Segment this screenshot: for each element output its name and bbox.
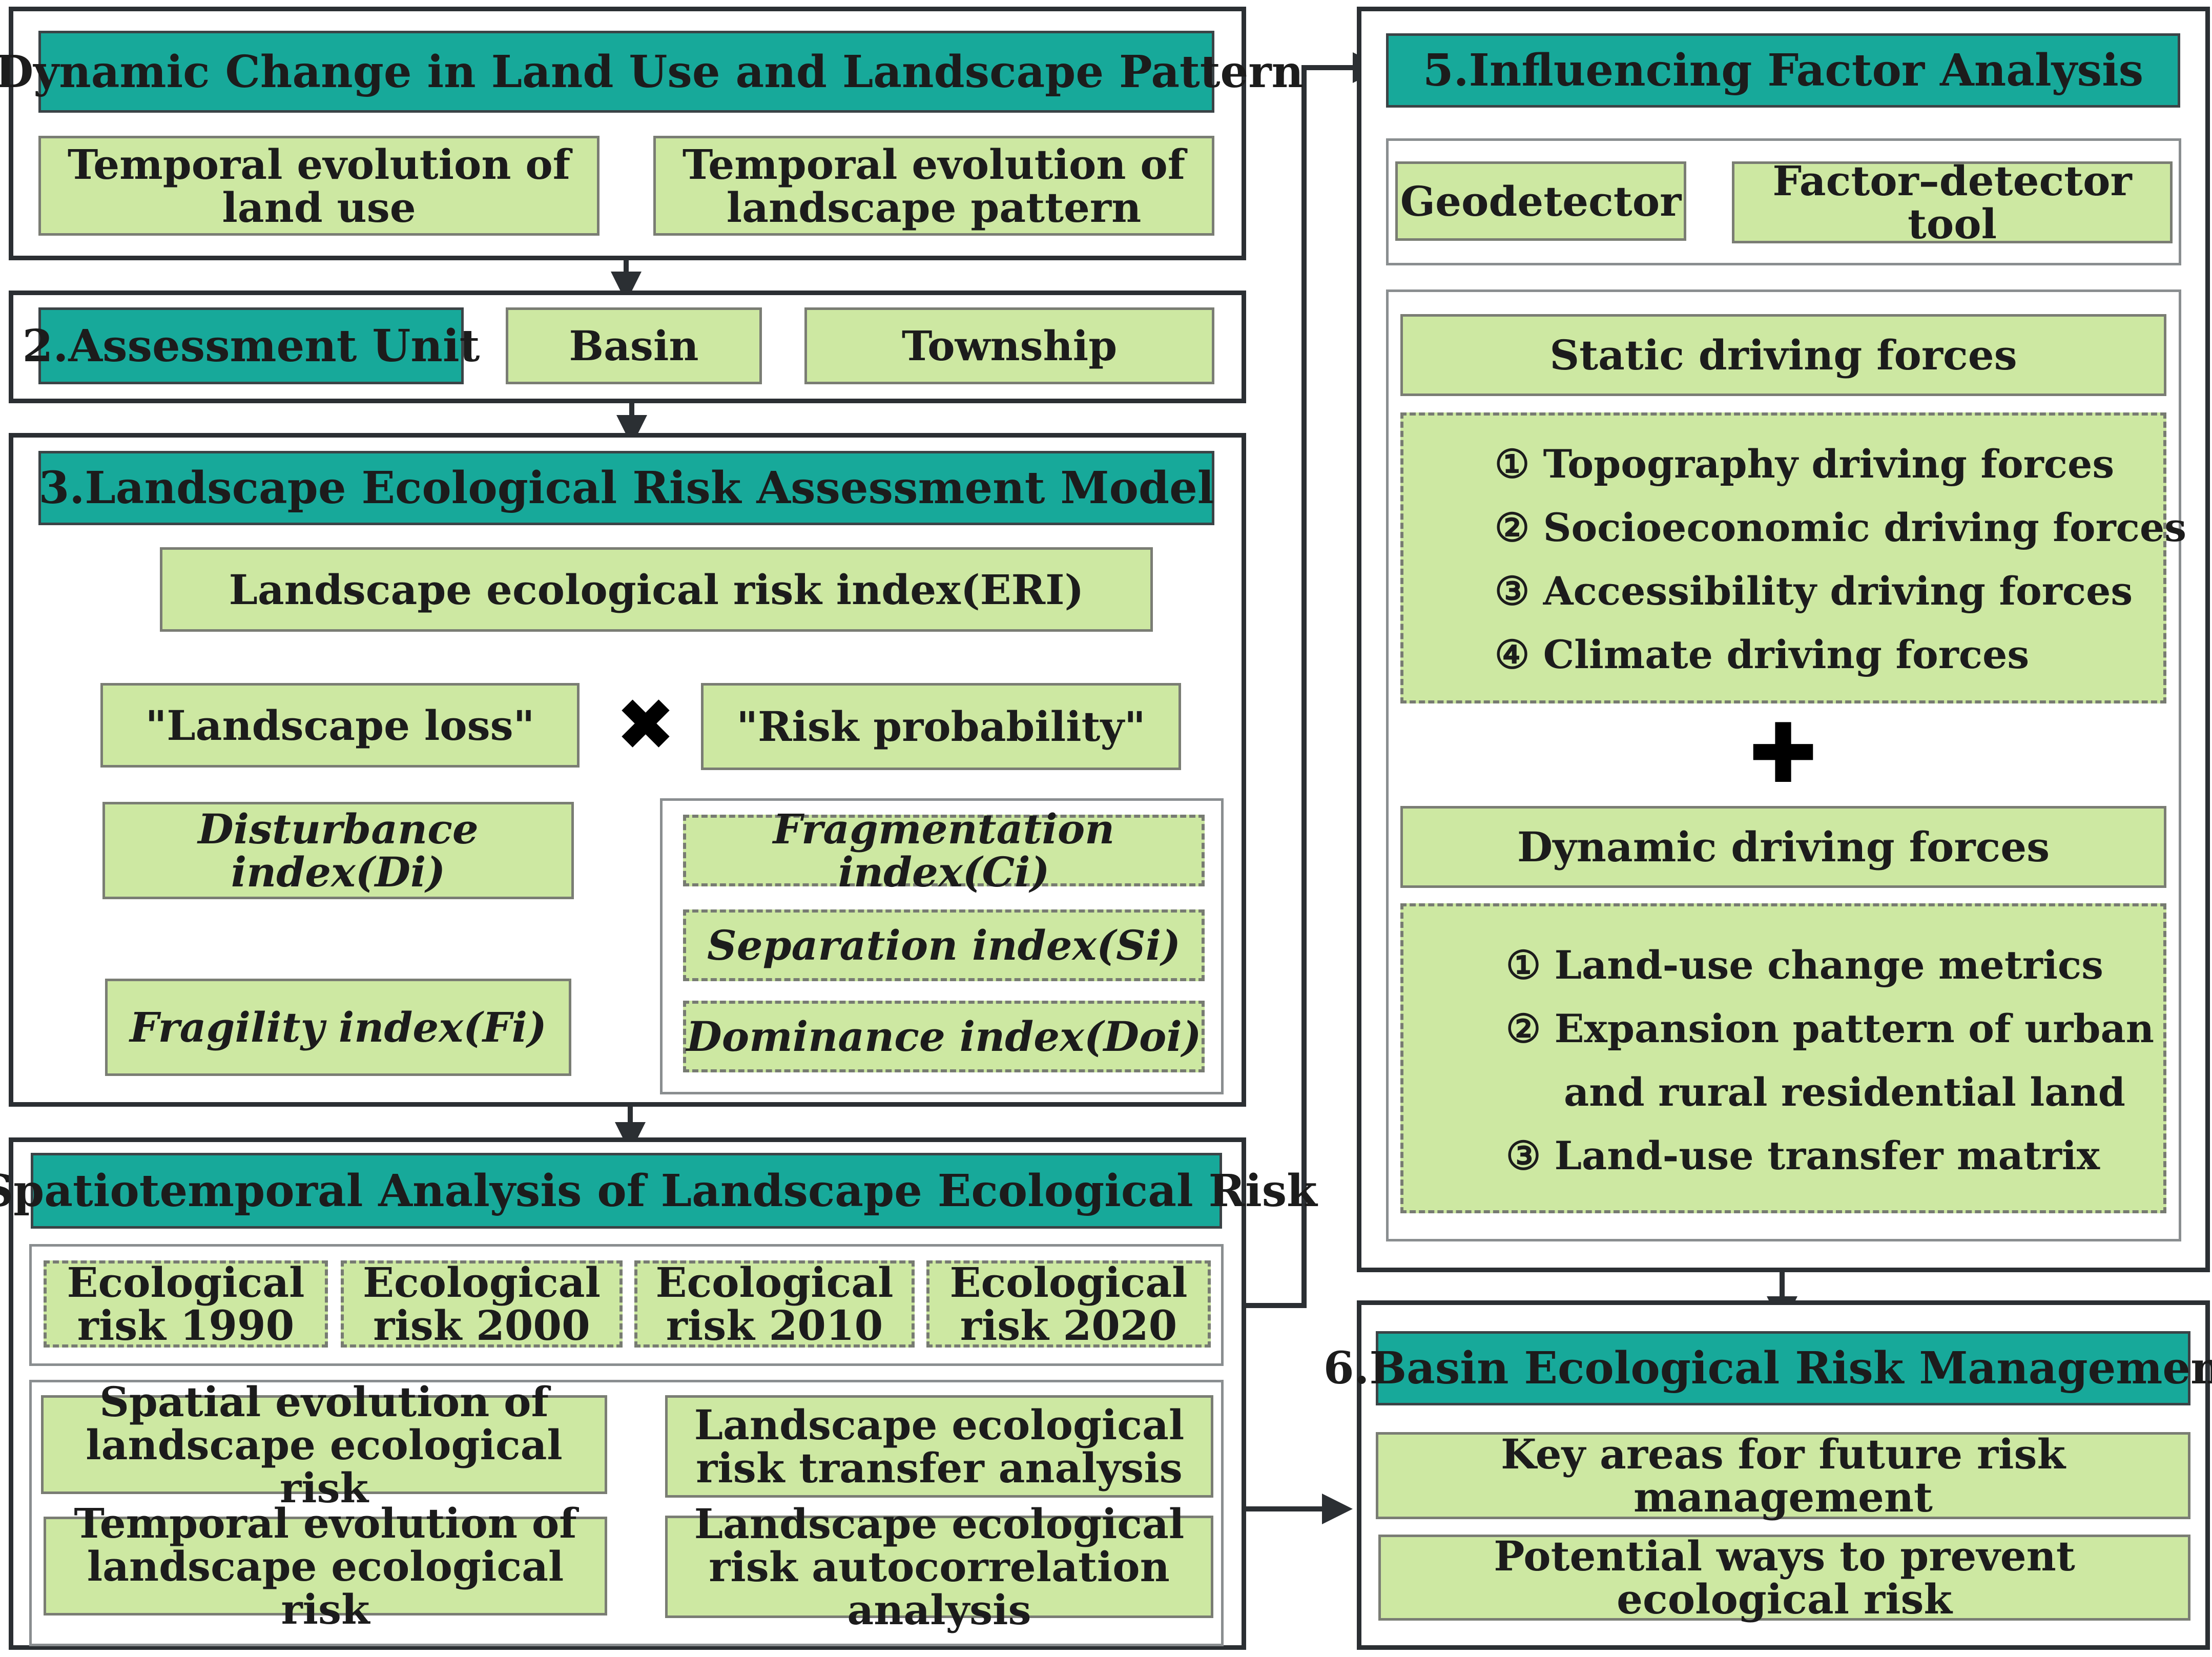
multiply-icon: ✖	[615, 683, 676, 767]
autocorrelation-analysis-box: Landscape ecological risk autocorrelatio…	[665, 1502, 1213, 1631]
dynamic-item-expansion-pattern: ② Expansion pattern of urban	[1506, 1006, 2155, 1051]
dynamic-item-expansion-pattern-cont: and rural residential land	[1564, 1069, 2125, 1115]
ecological-risk-1990-box: Ecological risk 1990	[44, 1260, 328, 1348]
basin-box: Basin	[506, 307, 762, 384]
key-areas-box: Key areas for future risk management	[1376, 1432, 2190, 1519]
dominance-index-box: Dominance index(Doi)	[683, 1001, 1205, 1072]
risk-transfer-analysis-box: Landscape ecological risk transfer analy…	[665, 1395, 1213, 1498]
section-4-title: 4.Spatiotemporal Analysis of Landscape E…	[0, 1153, 1317, 1229]
township-box: Township	[804, 307, 1214, 384]
section-3-title: 3.Landscape Ecological Risk Assessment M…	[38, 451, 1214, 525]
dynamic-item-land-use-change: ① Land-use change metrics	[1506, 942, 2103, 988]
static-item-accessibility: ③ Accessibility driving forces	[1495, 568, 2133, 614]
dynamic-item-transfer-matrix: ③ Land-use transfer matrix	[1506, 1133, 2100, 1178]
section-5-title: 5.Influencing Factor Analysis	[1386, 33, 2180, 108]
section-1-title: 1.Dynamic Change in Land Use and Landsca…	[0, 31, 1304, 113]
land-use-evolution-box: Temporal evolution of land use	[38, 136, 599, 236]
geodetector-box: Geodetector	[1395, 161, 1686, 241]
arrow-4-to-5	[1224, 52, 1383, 1308]
section-6-title: 6.Basin Ecological Risk Management	[1324, 1331, 2212, 1405]
fragmentation-index-box: Fragmentation index(Ci)	[683, 807, 1205, 894]
prevention-ways-box: Potential ways to prevent ecological ris…	[1378, 1535, 2190, 1621]
dynamic-driving-forces-list: ① Land-use change metrics ② Expansion pa…	[1400, 903, 2166, 1213]
static-driving-forces-list: ① Topography driving forces ② Socioecono…	[1400, 412, 2186, 703]
static-item-socioeconomic: ② Socioeconomic driving forces	[1495, 505, 2187, 550]
plus-icon: ✚	[1748, 705, 1818, 801]
temporal-evolution-box: Temporal evolution of landscape ecologic…	[44, 1502, 607, 1631]
risk-probability-box: "Risk probability"	[701, 683, 1181, 770]
dynamic-driving-forces-title: Dynamic driving forces	[1400, 806, 2166, 888]
disturbance-index-box: Disturbance index(Di)	[102, 802, 574, 899]
fragility-index-box: Fragility index(Fi)	[105, 979, 571, 1076]
landscape-pattern-evolution-box: Temporal evolution of landscape pattern	[653, 136, 1214, 236]
ecological-risk-2020-box: Ecological risk 2020	[926, 1260, 1211, 1348]
separation-index-box: Separation index(Si)	[683, 909, 1205, 981]
landscape-loss-box: "Landscape loss"	[100, 683, 580, 768]
static-item-topography: ① Topography driving forces	[1495, 441, 2115, 487]
static-item-climate: ④ Climate driving forces	[1495, 632, 2030, 677]
ecological-risk-2000-box: Ecological risk 2000	[341, 1260, 623, 1348]
factor-detector-tool-box: Factor–detector tool	[1732, 159, 2173, 245]
ecological-risk-2010-box: Ecological risk 2010	[634, 1260, 915, 1348]
eri-box: Landscape ecological risk index(ERI)	[160, 547, 1153, 632]
spatial-evolution-box: Spatial evolution of landscape ecologica…	[41, 1380, 607, 1509]
static-driving-forces-title: Static driving forces	[1400, 314, 2166, 396]
section-2-title: 2.Assessment Unit	[23, 307, 480, 384]
